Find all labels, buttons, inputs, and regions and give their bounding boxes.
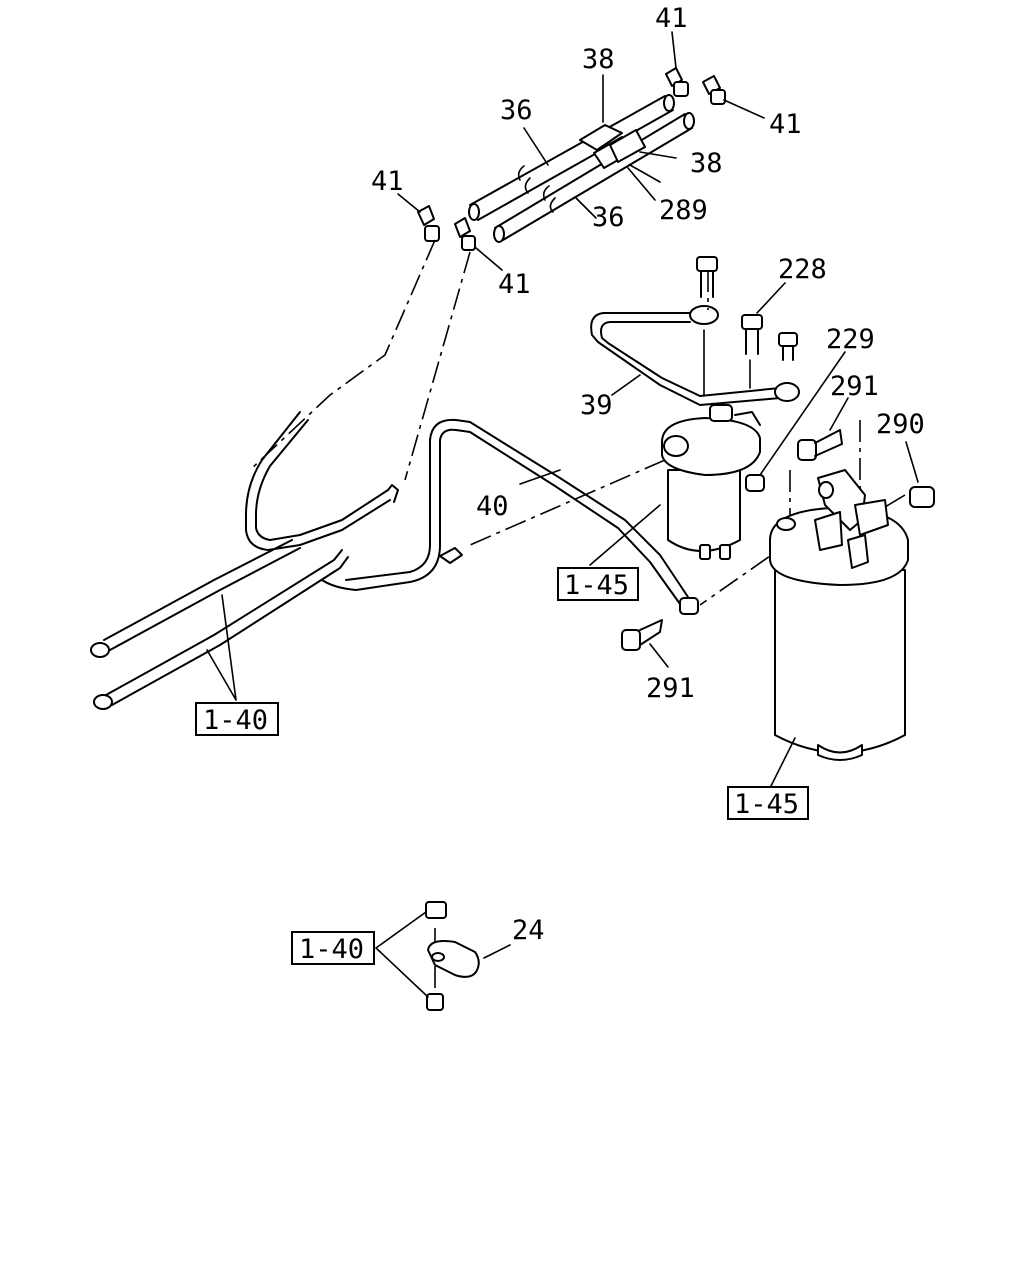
ref-label-1-40-bottom: 1-40: [299, 934, 364, 965]
callout-289: 289: [659, 195, 708, 226]
bolt-291-upper: [797, 429, 843, 461]
fuel-pipe-long-a: [90, 539, 301, 658]
callout-41-right: 41: [769, 109, 802, 140]
ref-box-1-45-mid: 1-45: [557, 567, 639, 601]
fuel-pipe-left-loop: [245, 411, 399, 551]
callout-228: 228: [778, 254, 827, 285]
nut-290: [909, 486, 935, 508]
callout-291-lower: 291: [646, 673, 695, 704]
bolt-228: [741, 314, 763, 355]
callout-24: 24: [512, 915, 545, 946]
callout-38-top: 38: [582, 44, 615, 75]
leader-lines: [206, 31, 919, 998]
hose-upper: [468, 94, 675, 221]
callout-38-right: 38: [690, 148, 723, 179]
ref-label-1-45-mid: 1-45: [564, 570, 629, 601]
hose-clamp-41-top-a: [665, 67, 689, 97]
fuel-filter-large: [769, 469, 909, 761]
bolt-top: [696, 256, 718, 298]
hose-clamp-41-left-b: [454, 217, 476, 251]
ref-box-1-40-bottom: 1-40: [291, 931, 375, 965]
fuel-pipe-39: [590, 305, 800, 406]
callout-229: 229: [826, 324, 875, 355]
callout-41-left: 41: [371, 166, 404, 197]
fuel-filter-small: [661, 404, 761, 560]
ref-label-1-40-left: 1-40: [203, 705, 268, 736]
ref-box-1-45-low: 1-45: [727, 786, 809, 820]
bolt-small: [778, 332, 798, 361]
ref-box-1-40-left: 1-40: [195, 702, 279, 736]
bolt-291-lower: [621, 619, 663, 651]
callout-291-upper: 291: [830, 371, 879, 402]
fuel-pipe-40: [321, 418, 699, 615]
callout-290: 290: [876, 409, 925, 440]
clip-24: [425, 901, 480, 1011]
hose-lower: [493, 112, 695, 243]
nut-229: [745, 474, 765, 492]
hose-clamp-41-left-a: [417, 205, 440, 242]
ref-label-1-45-low: 1-45: [734, 789, 799, 820]
callout-41-top: 41: [655, 3, 688, 34]
callout-39: 39: [580, 390, 613, 421]
callout-40: 40: [476, 491, 509, 522]
callout-41-mid: 41: [498, 269, 531, 300]
fuel-pipe-long-b: [93, 549, 349, 710]
callout-36-upper: 36: [500, 95, 533, 126]
callout-36-lower: 36: [592, 202, 625, 233]
hose-clamp-41-top-b: [702, 75, 726, 105]
hose-clip-38: [579, 124, 661, 183]
